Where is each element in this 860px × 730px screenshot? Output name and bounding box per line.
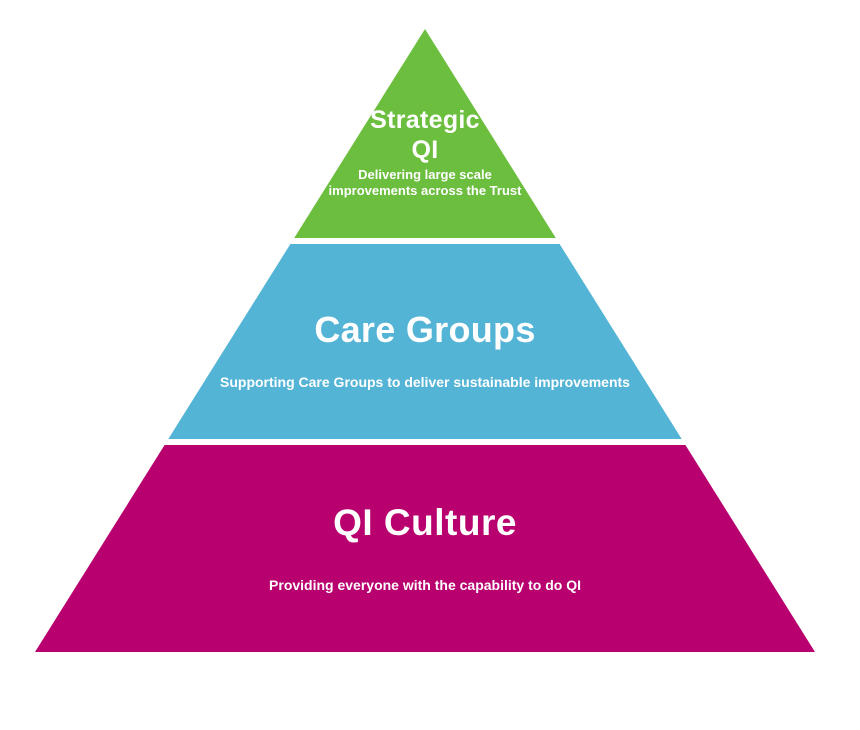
tier-qi-culture-shape: [35, 445, 815, 652]
tier-strategic-qi-shape: [294, 29, 556, 238]
tier-care-groups-shape: [168, 244, 682, 439]
